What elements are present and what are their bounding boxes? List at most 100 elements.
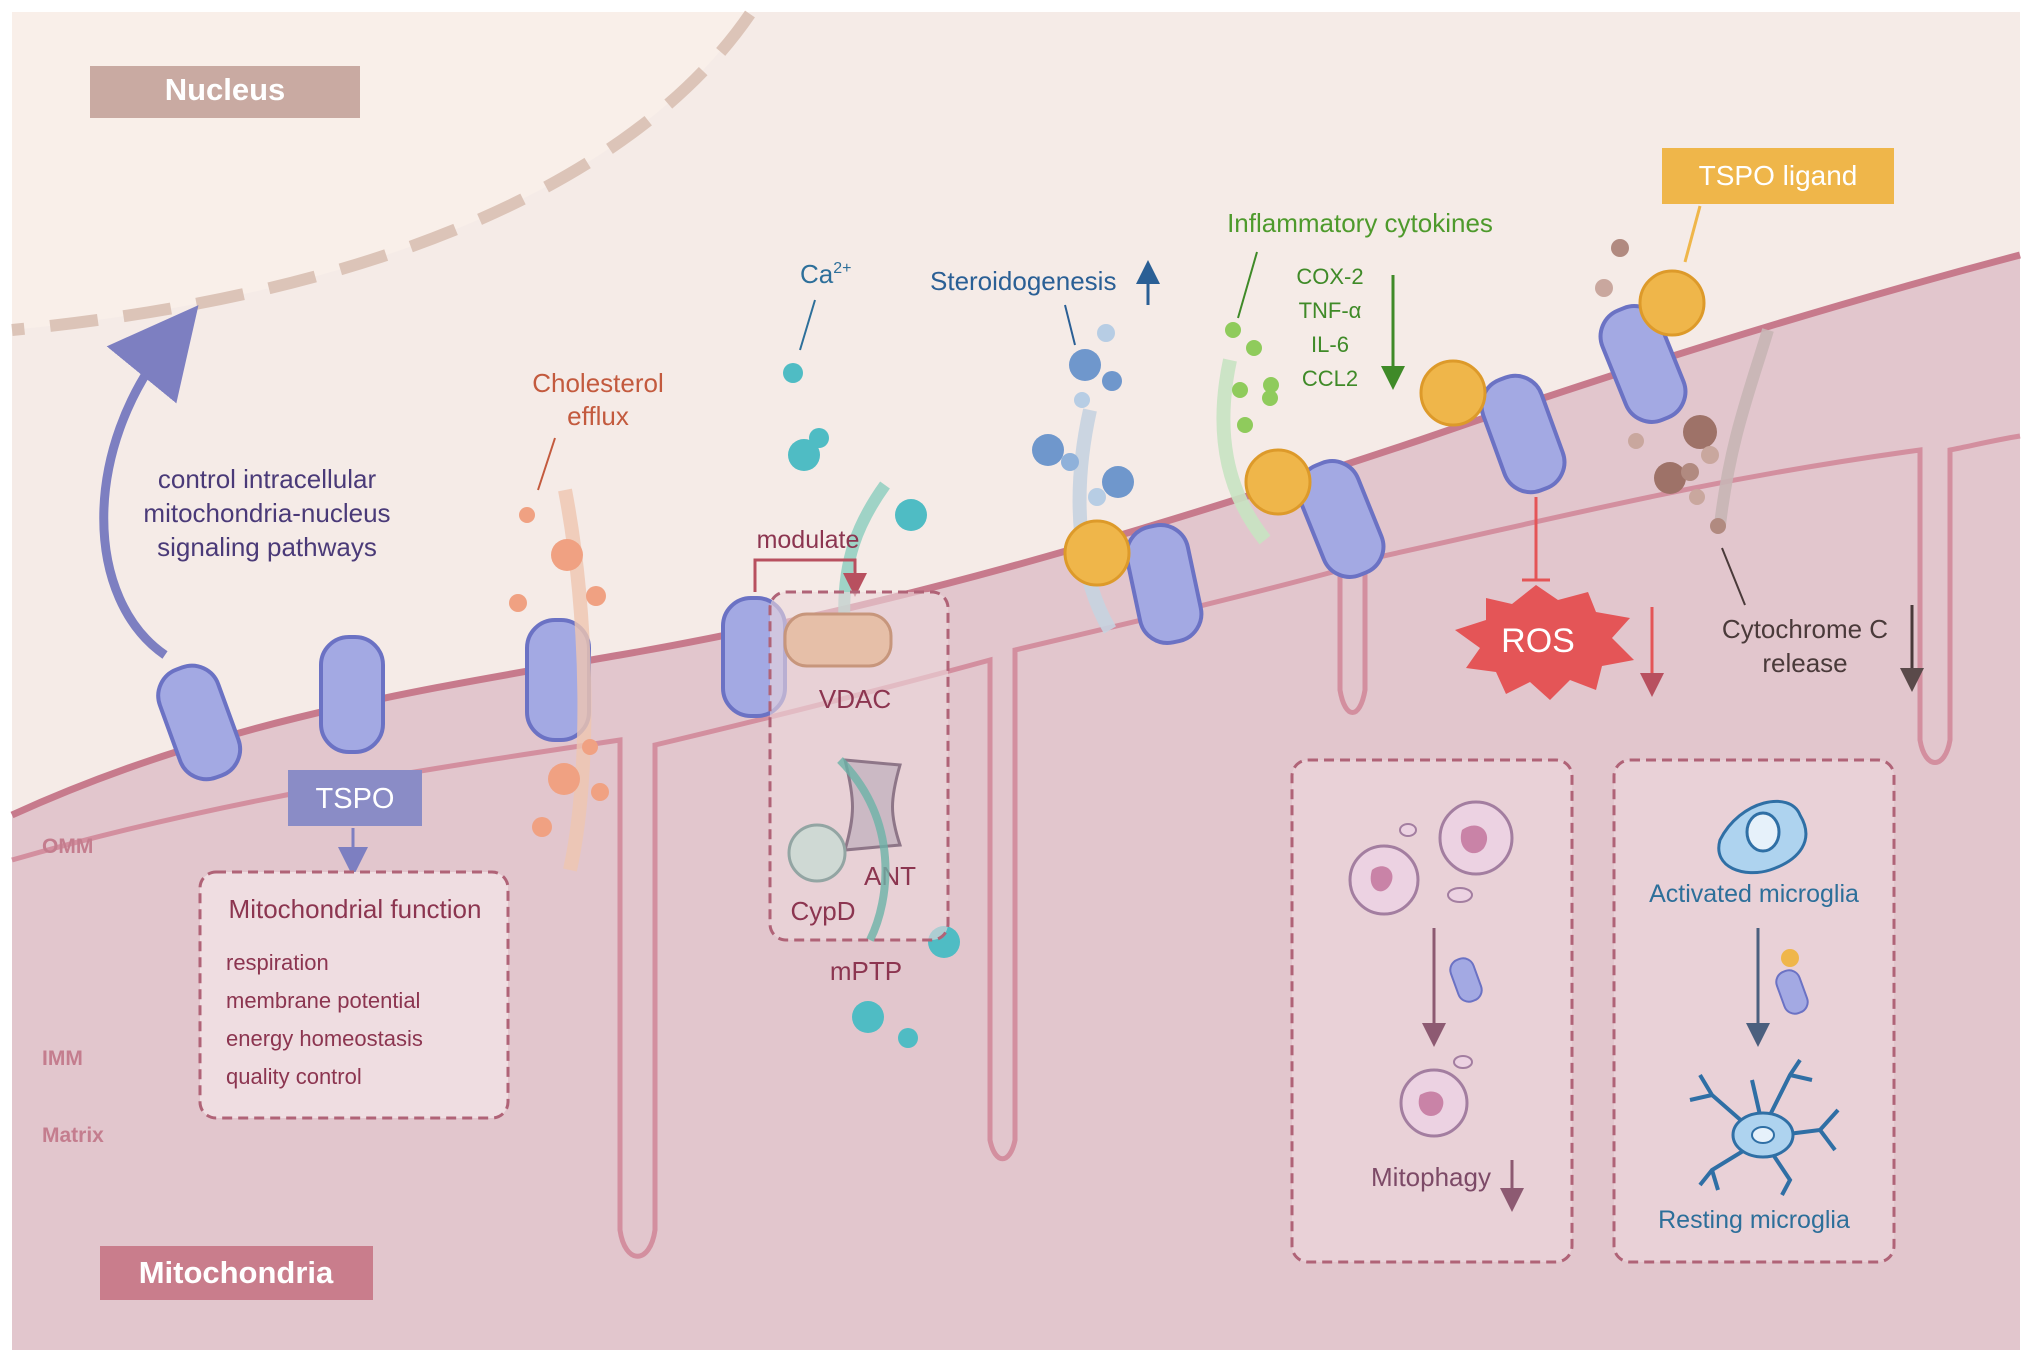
inflammatory-pointer [1237,251,1258,319]
steroid-molecule [1102,371,1122,391]
tspo-label-bg [288,770,422,826]
microglia-process [1789,1073,1813,1082]
steroid-molecule [1061,453,1079,471]
tspo-ligands [1063,269,1706,587]
nuclear-envelope [11,10,755,336]
calcium-ion [852,1001,884,1033]
tspo-protein [1479,373,1567,495]
mitochondria-label: Mitochondria [139,1255,334,1290]
calcium-label: Ca2+ [800,259,852,289]
tspo-protein [1296,459,1386,579]
tspo-proteins [156,304,1688,782]
ligand [1638,269,1706,337]
tspo-ligand-label: TSPO ligand [1699,160,1858,191]
cholesterol-particle [591,783,609,801]
modulate-arrow [753,558,867,597]
steroid-molecule [1032,434,1064,466]
vdac-channel [783,612,893,668]
cytochrome-particle [1689,489,1705,505]
cholesterol-label-line1: Cholesterol [532,368,664,398]
cholesterol-particle [586,586,606,606]
vesicle [1399,823,1417,837]
tspo-protein [319,635,385,754]
cholesterol-particle [548,763,580,795]
tspo-small-icon [1449,957,1483,1003]
cytokine-particle [1246,340,1262,356]
cytokine-item: IL-6 [1311,332,1349,357]
calcium-ion [809,428,829,448]
autophagosome-content [1460,825,1488,854]
cholesterol-particle [551,539,583,571]
steroid-molecule [1097,324,1115,342]
ligand-small-icon [1781,949,1799,967]
cytokine-item: CCL2 [1302,366,1358,391]
nucleus-label-bg [90,66,360,118]
steroidogenesis-label: Steroidogenesis [930,266,1116,296]
signaling-text-line2: mitochondria-nucleus [143,498,390,528]
mitophagy-label: Mitophagy [1371,1162,1491,1192]
mitochondria-label-bg [100,1246,373,1300]
microglia-process [1710,1169,1720,1191]
tspo-label: TSPO [316,783,395,815]
cytochrome-particle [1611,239,1629,257]
calcium-ion [783,363,803,383]
resting-microglia-cell [1689,1058,1840,1196]
modulate-label: modulate [757,526,860,554]
nucleus-label: Nucleus [165,72,286,107]
matrix-label: Matrix [42,1124,104,1147]
activated-microglia-nucleus [1745,811,1781,853]
autophagosome-content [1418,1091,1444,1116]
omm-label: OMM [42,835,93,858]
cytochrome-particle [1681,463,1699,481]
vesicle [1453,1055,1473,1069]
cytochrome-particles [1595,239,1726,534]
cholesterol-particle [532,817,552,837]
resting-microglia-label: Resting microglia [1658,1206,1850,1234]
microglia-process [1689,1093,1713,1102]
cytochrome-flow-arrow [1714,328,1774,526]
ros-burst [1455,585,1634,700]
mito-function-title: Mitochondrial function [229,894,482,924]
resting-microglia-nucleus [1751,1126,1775,1144]
cypd-label: CypD [790,896,855,926]
cholesterol-particle [509,594,527,612]
mito-function-item: quality control [226,1064,362,1089]
ant-label: ANT [864,861,916,891]
steroid-molecule [1088,488,1106,506]
steroid-molecule [1102,466,1134,498]
imm-label: IMM [42,1047,83,1070]
cytochrome-label-line2: release [1762,648,1847,678]
ligand [1419,359,1487,427]
tspo-small-icon [1775,969,1809,1015]
steroid-molecule [1074,392,1090,408]
cholesterol-particle [519,507,535,523]
mito-function-box [198,870,510,1120]
cholesterol-label-line2: efflux [567,401,629,431]
microglia-process [1768,1148,1793,1196]
cytochrome-particle [1683,415,1717,449]
cholesterol-particles [509,507,609,837]
ros-label: ROS [1501,622,1575,660]
cytokine-particle [1262,390,1278,406]
cytokine-particle [1237,417,1253,433]
microglia-process [1750,1079,1762,1116]
mito-function-item: membrane potential [226,988,420,1013]
calcium-pointer [799,299,816,351]
tspo-protein [156,663,243,782]
steroid-molecules [1032,324,1134,506]
cypd-protein [787,823,847,883]
cytokine-particles [1225,322,1279,433]
autophagosome-cells [1348,800,1514,1138]
steroidogenesis-pointer [1064,304,1076,346]
steroid-molecule [1069,349,1101,381]
calcium-ion [788,439,820,471]
vesicle [1447,887,1473,903]
cholesterol-pointer [537,437,556,491]
ligand [1063,519,1131,587]
tspo-protein [1124,523,1204,645]
cytokine-particle [1263,377,1279,393]
cholesterol-particle [582,739,598,755]
signaling-arrow [99,305,199,659]
cytokine-particle [1232,382,1248,398]
